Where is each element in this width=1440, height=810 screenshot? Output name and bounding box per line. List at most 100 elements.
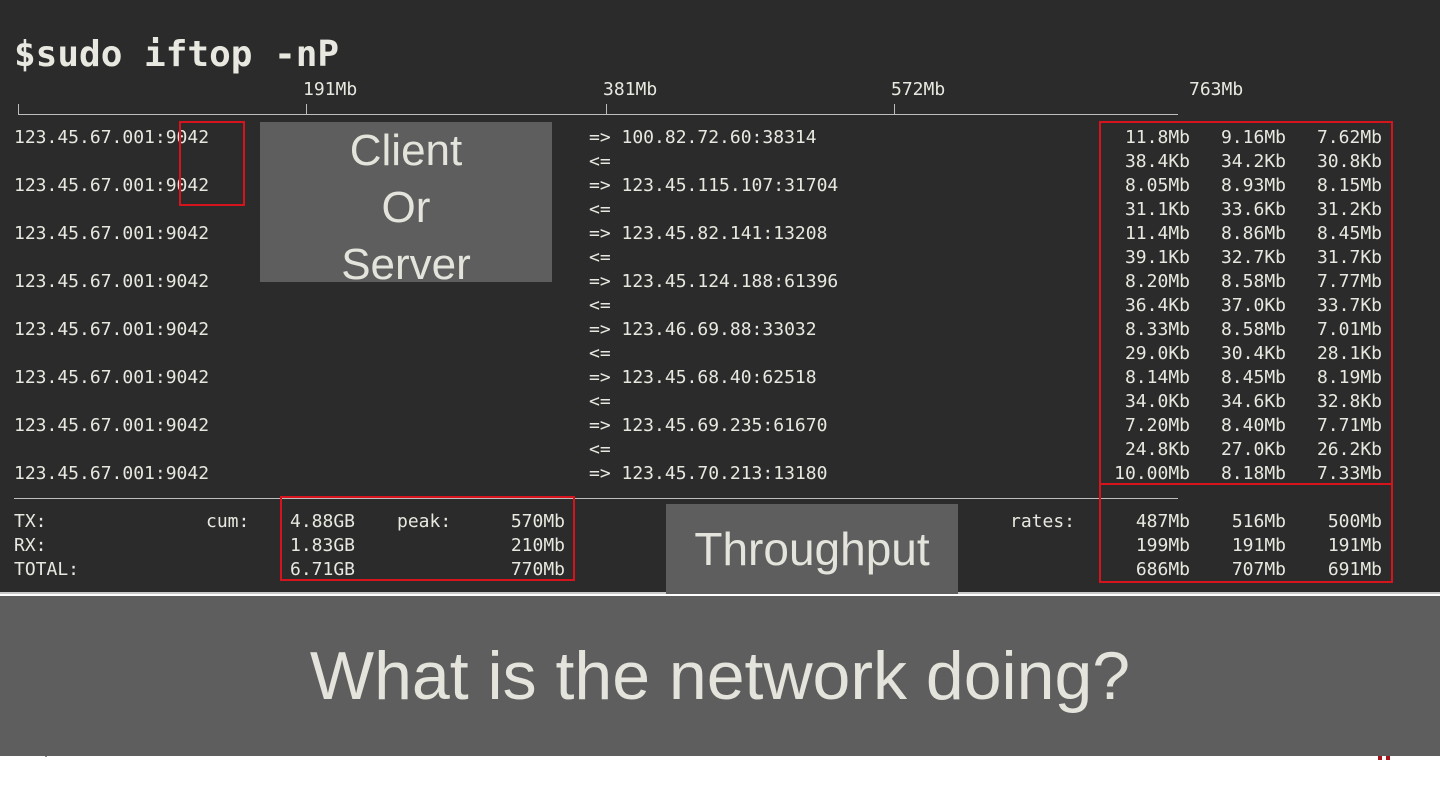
destination-address: => 123.45.115.107:31704 <box>589 175 839 196</box>
scale-axis <box>18 114 1178 115</box>
tx-rate: 8.05Mb <box>1124 175 1190 196</box>
rx-rate: 38.4Kb <box>1124 151 1190 172</box>
peak-value: 770Mb <box>510 559 565 580</box>
totals-label-rx: RX: <box>14 535 47 556</box>
peak-label: peak: <box>397 511 452 532</box>
scale-label-3: 572Mb <box>891 79 946 100</box>
destination-address: => 123.45.82.141:13208 <box>589 223 828 244</box>
source-address: 123.45.67.001:9042 <box>14 127 210 148</box>
source-address: 123.45.67.001:9042 <box>14 175 210 196</box>
rate-value: 686Mb <box>1135 559 1190 580</box>
tx-rate: 8.19Mb <box>1316 367 1382 388</box>
rx-rate: 24.8Kb <box>1124 439 1190 460</box>
rx-rate: 31.1Kb <box>1124 199 1190 220</box>
source-address: 123.45.67.001:9042 <box>14 271 210 292</box>
source-address: 123.45.67.001:9042 <box>14 319 210 340</box>
rate-value: 707Mb <box>1231 559 1286 580</box>
rx-rate: 32.7Kb <box>1220 247 1286 268</box>
footer-logo-mark <box>1378 756 1392 760</box>
tx-rate: 8.40Mb <box>1220 415 1286 436</box>
rate-value: 191Mb <box>1327 535 1382 556</box>
scale-tick <box>306 104 307 115</box>
scale-tick <box>18 104 19 115</box>
tx-rate: 8.45Mb <box>1316 223 1382 244</box>
scale-tick <box>606 104 607 115</box>
slide-caption: What is the network doing? <box>0 596 1440 756</box>
rx-rate: 31.7Kb <box>1316 247 1382 268</box>
peak-value: 210Mb <box>510 535 565 556</box>
rx-rate: 26.2Kb <box>1316 439 1382 460</box>
tx-rate: 7.20Mb <box>1124 415 1190 436</box>
callout-line: Server <box>341 240 471 289</box>
tx-rate: 11.4Mb <box>1124 223 1190 244</box>
client-or-server-callout: Client Or Server <box>260 122 552 289</box>
tx-rate: 7.71Mb <box>1316 415 1382 436</box>
tx-rate: 7.62Mb <box>1316 127 1382 148</box>
source-address: 123.45.67.001:9042 <box>14 463 210 484</box>
rate-value: 691Mb <box>1327 559 1382 580</box>
rx-rate: 33.7Kb <box>1316 295 1382 316</box>
rx-rate: 32.8Kb <box>1316 391 1382 412</box>
destination-address: => 123.46.69.88:33032 <box>589 319 817 340</box>
reverse-direction-arrow: <= <box>589 199 611 220</box>
reverse-direction-arrow: <= <box>589 247 611 268</box>
command-line: $sudo iftop -nP <box>14 34 340 75</box>
reverse-direction-arrow: <= <box>589 295 611 316</box>
peak-value: 570Mb <box>510 511 565 532</box>
rate-value: 191Mb <box>1231 535 1286 556</box>
scale-label-2: 381Mb <box>603 79 658 100</box>
rx-rate: 34.0Kb <box>1124 391 1190 412</box>
scale-label-1: 191Mb <box>303 79 358 100</box>
rx-rate: 39.1Kb <box>1124 247 1190 268</box>
rx-rate: 29.0Kb <box>1124 343 1190 364</box>
rx-rate: 36.4Kb <box>1124 295 1190 316</box>
cumulative-peak-highlight-box <box>280 496 575 581</box>
destination-address: => 123.45.68.40:62518 <box>589 367 817 388</box>
tx-rate: 7.33Mb <box>1316 463 1382 484</box>
reverse-direction-arrow: <= <box>589 343 611 364</box>
rx-rate: 28.1Kb <box>1316 343 1382 364</box>
tx-rate: 8.15Mb <box>1316 175 1382 196</box>
total-rates-highlight-box <box>1099 483 1393 583</box>
throughput-callout: Throughput <box>666 504 958 594</box>
rates-label: rates: <box>1010 511 1076 532</box>
rate-value: 516Mb <box>1231 511 1286 532</box>
tx-rate: 8.33Mb <box>1124 319 1190 340</box>
destination-address: => 123.45.70.213:13180 <box>589 463 828 484</box>
rx-rate: 30.8Kb <box>1316 151 1382 172</box>
destination-address: => 123.45.124.188:61396 <box>589 271 839 292</box>
rx-rate: 30.4Kb <box>1220 343 1286 364</box>
tx-rate: 7.77Mb <box>1316 271 1382 292</box>
tx-rate: 8.14Mb <box>1124 367 1190 388</box>
cum-value: 4.88GB <box>290 511 356 532</box>
source-address: 123.45.67.001:9042 <box>14 223 210 244</box>
footer-mark <box>45 756 47 757</box>
tx-rate: 11.8Mb <box>1124 127 1190 148</box>
cum-value: 1.83GB <box>290 535 356 556</box>
tx-rate: 8.86Mb <box>1220 223 1286 244</box>
tx-rate: 8.20Mb <box>1124 271 1190 292</box>
callout-line: Or <box>381 183 431 232</box>
rate-value: 487Mb <box>1135 511 1190 532</box>
tx-rate: 8.58Mb <box>1220 271 1286 292</box>
source-address: 123.45.67.001:9042 <box>14 415 210 436</box>
rate-value: 500Mb <box>1327 511 1382 532</box>
source-address: 123.45.67.001:9042 <box>14 367 210 388</box>
rx-rate: 31.2Kb <box>1316 199 1382 220</box>
reverse-direction-arrow: <= <box>589 151 611 172</box>
destination-address: => 100.82.72.60:38314 <box>589 127 817 148</box>
tx-rate: 9.16Mb <box>1220 127 1286 148</box>
reverse-direction-arrow: <= <box>589 391 611 412</box>
rx-rate: 27.0Kb <box>1220 439 1286 460</box>
tx-rate: 8.93Mb <box>1220 175 1286 196</box>
cum-value: 6.71GB <box>290 559 356 580</box>
totals-separator <box>14 498 1178 499</box>
rx-rate: 34.6Kb <box>1220 391 1286 412</box>
totals-label-total: TOTAL: <box>14 559 80 580</box>
scale-tick <box>894 104 895 115</box>
scale-label-4: 763Mb <box>1189 79 1244 100</box>
per-connection-rates-highlight-box <box>1099 121 1393 485</box>
rate-value: 199Mb <box>1135 535 1190 556</box>
rx-rate: 34.2Kb <box>1220 151 1286 172</box>
tx-rate: 8.18Mb <box>1220 463 1286 484</box>
